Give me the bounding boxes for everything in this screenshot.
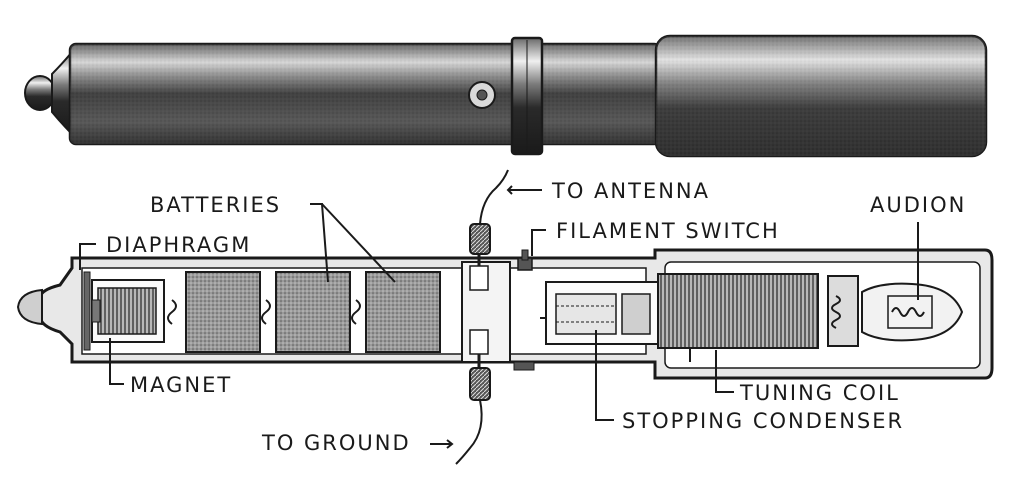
battery-spring <box>167 299 177 325</box>
exterior-cap-texture <box>656 36 986 156</box>
antenna-terminal <box>469 265 489 291</box>
antenna-connector <box>469 223 491 255</box>
label-diaphragm: DIAPHRAGM <box>106 233 251 257</box>
leader-filament-switch <box>531 229 546 256</box>
leader-stopping-condenser <box>595 330 614 421</box>
label-batteries: BATTERIES <box>150 193 281 217</box>
battery-spring <box>261 299 271 325</box>
ground-connector <box>469 367 491 401</box>
filament-switch-knob <box>521 249 529 261</box>
antenna-wire <box>479 169 509 225</box>
battery-cell <box>275 271 351 353</box>
arrowhead-to-antenna <box>506 185 513 195</box>
exterior-view <box>24 34 988 158</box>
label-stopping-condenser: STOPPING CONDENSER <box>622 409 904 433</box>
label-to-antenna: TO ANTENNA <box>551 179 710 203</box>
battery-cell <box>185 271 261 353</box>
ground-wire <box>455 399 483 465</box>
leader-tuning-coil <box>715 350 734 393</box>
exterior-screw-center <box>476 89 488 101</box>
battery-spring <box>351 299 361 325</box>
tuning-coil <box>657 273 819 349</box>
cutaway-nub <box>16 288 43 326</box>
label-audion: AUDION <box>870 193 966 217</box>
exterior-nub <box>24 75 56 111</box>
audion-bulb <box>861 282 964 342</box>
arrowhead-to-ground <box>446 439 454 449</box>
label-tuning-coil: TUNING COIL <box>739 381 900 405</box>
audion-filament <box>891 307 925 317</box>
diaphragm-plate <box>83 271 91 351</box>
stopping-condenser <box>540 281 659 345</box>
label-to-ground: TO GROUND <box>261 431 411 455</box>
exterior-tube-texture <box>70 44 660 144</box>
cutaway-view <box>16 169 994 465</box>
leader-magnet <box>109 338 124 385</box>
ground-terminal <box>469 329 489 355</box>
leader-diaphragm <box>79 243 96 270</box>
audion-socket-spring <box>831 295 841 329</box>
label-filament-switch: FILAMENT SWITCH <box>556 219 780 243</box>
label-magnet: MAGNET <box>130 373 232 397</box>
audion-socket <box>827 275 859 347</box>
magnet <box>91 279 165 343</box>
audion-plate <box>887 295 933 329</box>
leader-batteries-2 <box>321 203 396 283</box>
switch-base <box>513 361 535 371</box>
battery-cell <box>365 271 441 353</box>
